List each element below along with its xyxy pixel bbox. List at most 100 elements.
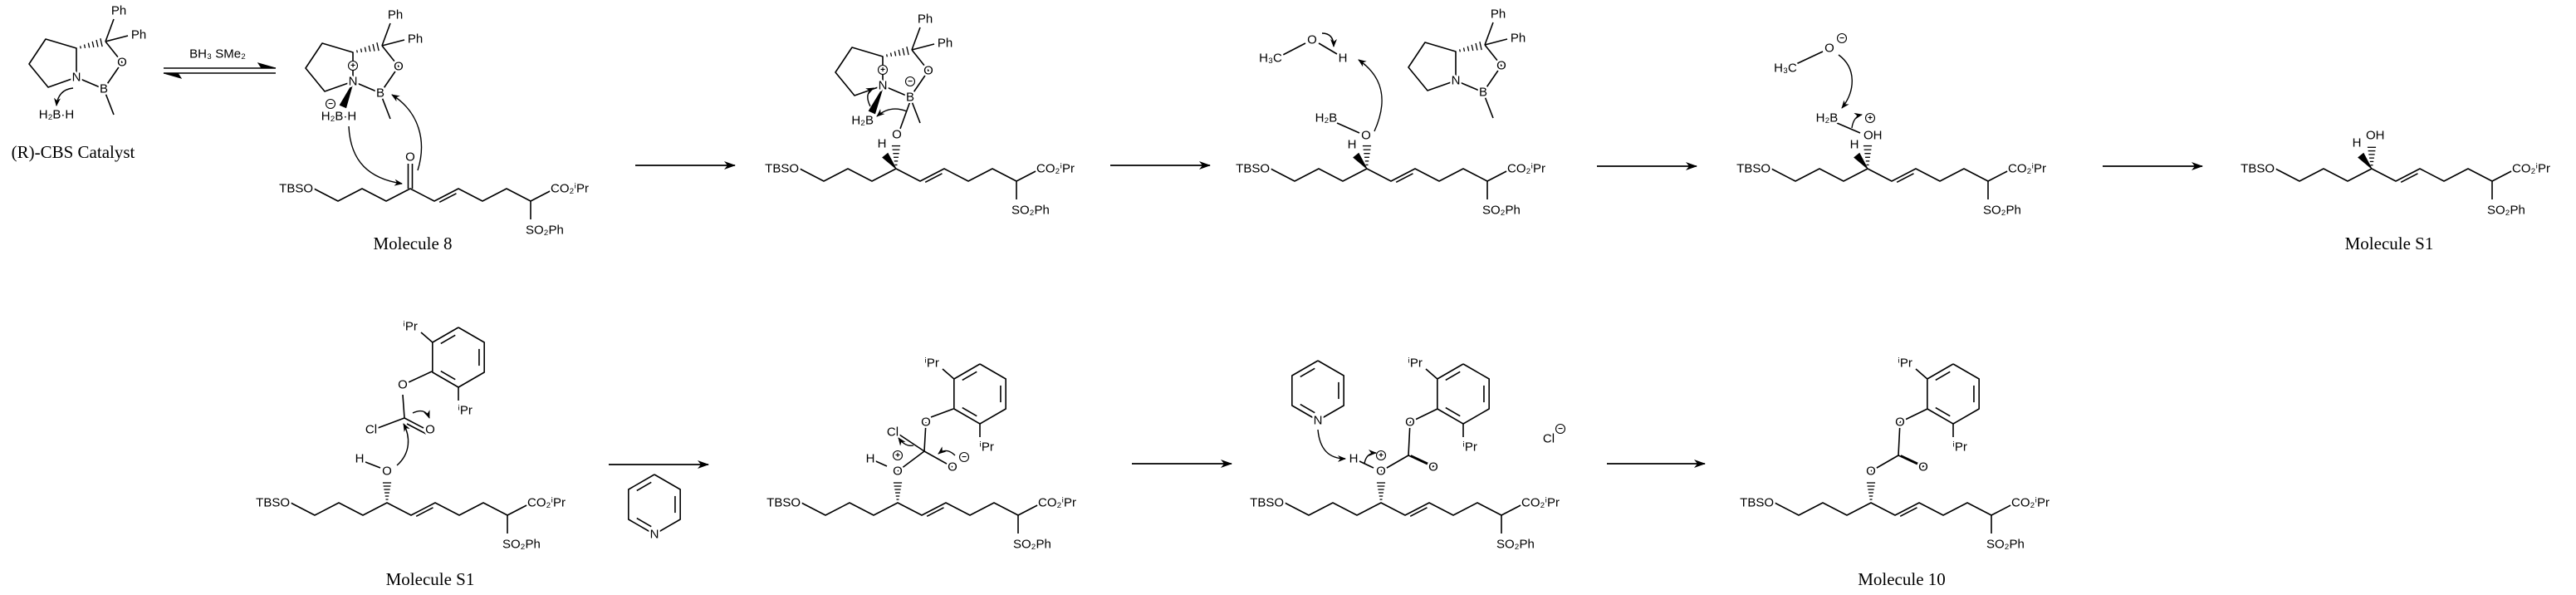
aryl-oxygen-bond: [1409, 408, 1438, 423]
nitrogen-atom: N: [879, 79, 888, 93]
electron-push-arrow: [1364, 450, 1377, 465]
hashed-bond: [889, 52, 893, 57]
pyridine-ring: [1291, 360, 1344, 421]
carbon-oxide-bond: [923, 450, 953, 468]
alkene-double-bond: [415, 507, 433, 518]
methyl-group: H₃C: [1774, 61, 1797, 76]
sulfonyl-group: SO₂Ph: [1482, 204, 1521, 218]
carbonyl-oxygen: O: [425, 423, 435, 437]
phenyl-group: Ph: [388, 8, 403, 22]
phenyl-group: Ph: [918, 12, 933, 27]
borane-negative-charge-ring: [325, 98, 336, 110]
ester-group: CO₂ⁱPr: [1036, 162, 1075, 176]
pyrrolidine-ring: [305, 42, 354, 92]
methanol-oxygen: O: [1307, 33, 1317, 47]
aryl-oxygen-bond: [930, 408, 954, 418]
aryl-ring: [1437, 363, 1490, 425]
phenyl-bond: [381, 39, 405, 47]
hashed-bond: [1471, 44, 1474, 52]
electron-push-arrow: [1358, 59, 1383, 132]
hashed-bond: [902, 47, 905, 56]
phenyl-group: Ph: [111, 4, 126, 18]
carbinol-hydrogen: H: [1850, 138, 1859, 152]
methoxide-bond: [1795, 51, 1824, 65]
hashed-bond: [1459, 49, 1461, 52]
carbon-chain: [1770, 168, 2013, 182]
boron-oxygen-bond: [1336, 122, 1360, 134]
caption-molecule-s1-bottom: Molecule S1: [386, 569, 475, 589]
boron-atom: B: [906, 91, 914, 105]
boron-methyl-bond: [909, 96, 921, 124]
chlorine-atom: Cl: [365, 423, 377, 437]
electron-push-arrow: [396, 423, 410, 466]
carbon-chain: [801, 502, 1043, 516]
hashed-bond: [95, 39, 99, 47]
isopropyl-group: ⁱPr: [458, 404, 473, 418]
hydroxyl-group: OH: [1863, 129, 1883, 143]
oxazaborolidine-ring: [1455, 44, 1502, 93]
isopropyl-group: ⁱPr: [1898, 357, 1912, 371]
aromatic-double-bond: [636, 481, 652, 492]
isopropyl-group: ⁱPr: [403, 320, 418, 334]
hashed-bond: [372, 43, 375, 52]
nitrogen-atom: N: [1452, 74, 1461, 88]
electron-push-arrow: [391, 94, 423, 171]
oxygen-atom: O: [923, 64, 933, 78]
tbso-group: TBSO: [766, 496, 801, 510]
aryl-ring: [1927, 363, 1980, 425]
ketone-oxygen: O: [405, 150, 415, 165]
nitrogen-positive-charge-ring: [877, 64, 889, 76]
hashed-bond: [87, 42, 91, 48]
carbon-chain: [313, 188, 556, 202]
sulfonyl-group: SO₂Ph: [2487, 204, 2525, 218]
oxonium-hydrogen: H: [866, 452, 875, 466]
oxygen-atom: O: [117, 56, 127, 70]
isopropyl-group: ⁱPr: [1952, 440, 1967, 455]
tbso-group: TBSO: [2241, 162, 2275, 176]
alkoxide-oxygen: O: [1361, 129, 1371, 143]
oh-bond: [365, 461, 381, 469]
isopropyl-bond: [1915, 368, 1928, 380]
carbonyl-double-bond: [1900, 455, 1927, 468]
caption-molecule-8: Molecule 8: [373, 234, 452, 253]
hashed-bond: [1475, 42, 1478, 51]
electron-push-arrow: [348, 125, 403, 186]
boron-oxygen-bond: [1836, 122, 1861, 134]
oxazaborolidine-ring: [76, 41, 123, 90]
wedge-bond: [882, 152, 897, 170]
phenyl-bond: [911, 27, 921, 51]
phenyl-group: Ph: [408, 32, 423, 47]
phenyl-bond: [381, 22, 391, 47]
carbonyl-bond: [1408, 455, 1434, 468]
hashed-bond: [886, 54, 888, 57]
oxonium-oxygen: O: [893, 465, 903, 479]
boron-methyl-bond: [103, 88, 115, 116]
hashed-bond: [360, 48, 363, 53]
aromatic-double-bond: [440, 370, 456, 381]
chloride-ion: Cl: [1543, 432, 1555, 446]
ester-group: CO₂ⁱPr: [551, 182, 589, 196]
chloroformate-bonds: [377, 394, 405, 429]
sulfonyl-group: SO₂Ph: [502, 538, 541, 552]
oxonium-positive-charge-ring: [892, 450, 904, 461]
pyridine-nitrogen: N: [1314, 414, 1323, 428]
electron-push-arrow: [898, 437, 914, 446]
borane-group: H₂B: [1315, 111, 1338, 125]
aryl-ether-oxygen: O: [398, 378, 408, 392]
oxazaborolidine-ring: [352, 45, 399, 94]
electron-push-arrow: [1851, 112, 1863, 129]
aryl-ring: [953, 363, 1006, 425]
borane-negative-charge: −: [328, 100, 333, 109]
alkene-double-bond: [1899, 507, 1917, 518]
electron-push-arrow: [865, 87, 874, 107]
oxonium-hydrogen: H: [1349, 452, 1359, 466]
isopropyl-group: ⁱPr: [1408, 357, 1423, 371]
aryl-ring: [432, 327, 485, 388]
methoxide-oxygen: O: [1824, 42, 1834, 56]
oh-bond: [1359, 460, 1374, 469]
electron-push-arrow: [938, 446, 956, 456]
hashed-bond: [91, 41, 95, 48]
caption-cbs-catalyst: (R)-CBS Catalyst: [12, 142, 135, 162]
carbon-chain: [1270, 168, 1512, 182]
